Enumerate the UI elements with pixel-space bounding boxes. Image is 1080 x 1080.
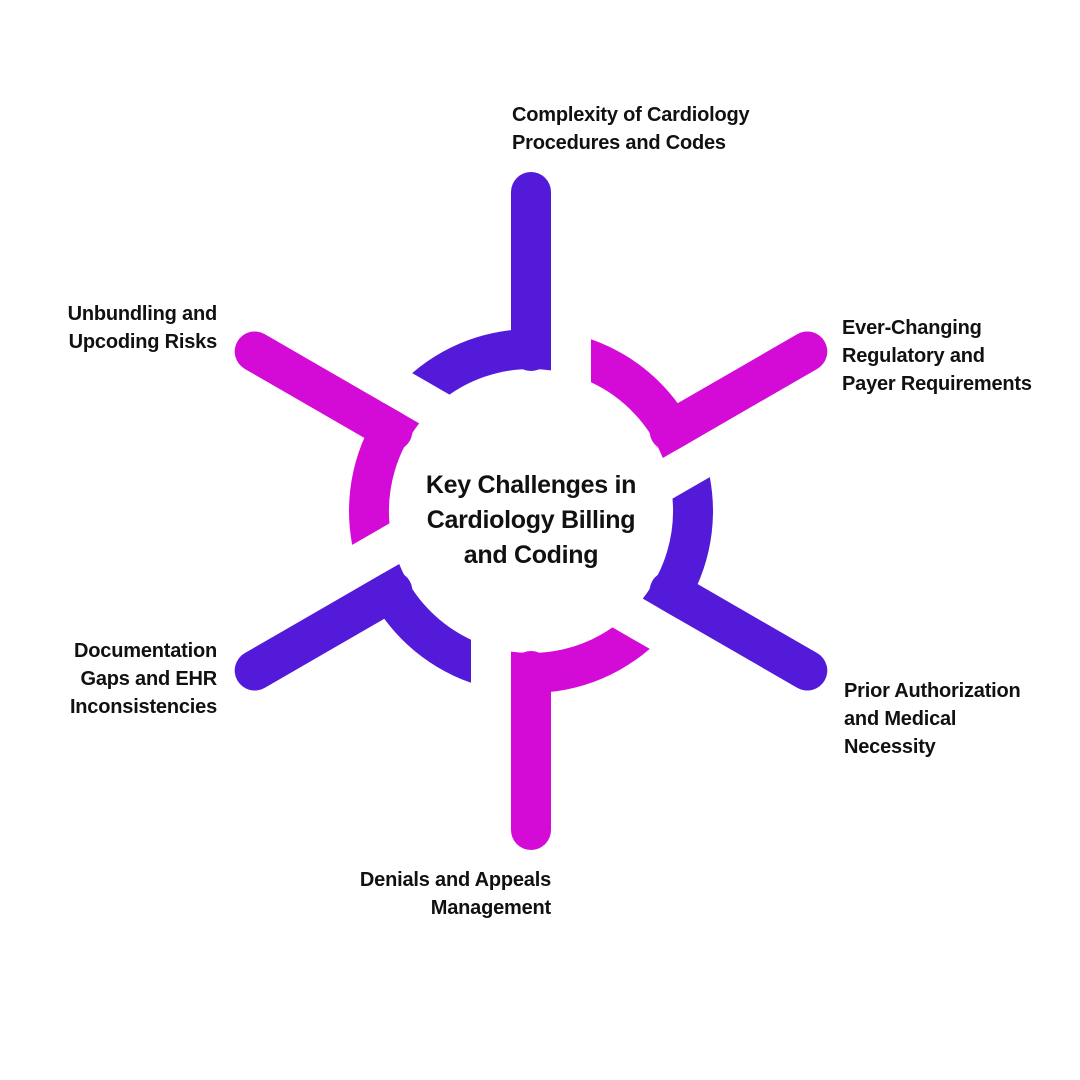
label-line: Gaps and EHR [80,668,217,690]
label-regulatory: Ever-Changing Regulatory and Payer Requi… [842,314,1032,398]
label-denials: Denials and Appeals Management [360,866,551,922]
label-line: Complexity of Cardiology [512,104,750,126]
label-unbundling: Unbundling and Upcoding Risks [67,300,218,356]
label-line: Unbundling and [67,303,218,325]
arm-bar-lower-left [234,571,413,691]
label-line: and Medical [844,708,957,730]
spoke-lower-right [642,477,828,691]
spoke-bottom [511,627,650,850]
label-line: Ever-Changing [842,317,982,339]
label-line: Procedures and Codes [512,132,726,154]
spoke-upper-right [591,331,828,458]
center-title-line-3: and Coding [463,541,599,569]
label-line: Regulatory and [842,345,985,367]
arm-bar-lower-right [649,571,828,691]
label-prior-authorization: Prior Authorization and Medical Necessit… [844,677,1021,761]
label-line: Documentation [74,640,217,662]
label-line: Management [430,897,551,919]
label-line: Inconsistencies [69,696,217,718]
spoke-upper-left [234,331,420,545]
label-line: Necessity [844,736,936,758]
label-line: Upcoding Risks [68,331,218,353]
label-line: Denials and Appeals [359,869,551,891]
arm-bar-upper-left [234,331,413,451]
spoke-lower-left [234,564,471,691]
label-documentation: Documentation Gaps and EHR Inconsistenci… [70,637,217,721]
label-line: Prior Authorization [844,680,1021,702]
center-title-line-2: Cardiology Billing [426,506,636,534]
center-title: Key Challenges in Cardiology Billing and… [381,468,681,573]
arm-bar-upper-right [649,331,828,451]
center-title-line-1: Key Challenges in [425,471,637,499]
label-complexity: Complexity of Cardiology Procedures and … [512,101,750,157]
spoke-top [412,172,551,395]
label-line: Payer Requirements [842,373,1032,395]
